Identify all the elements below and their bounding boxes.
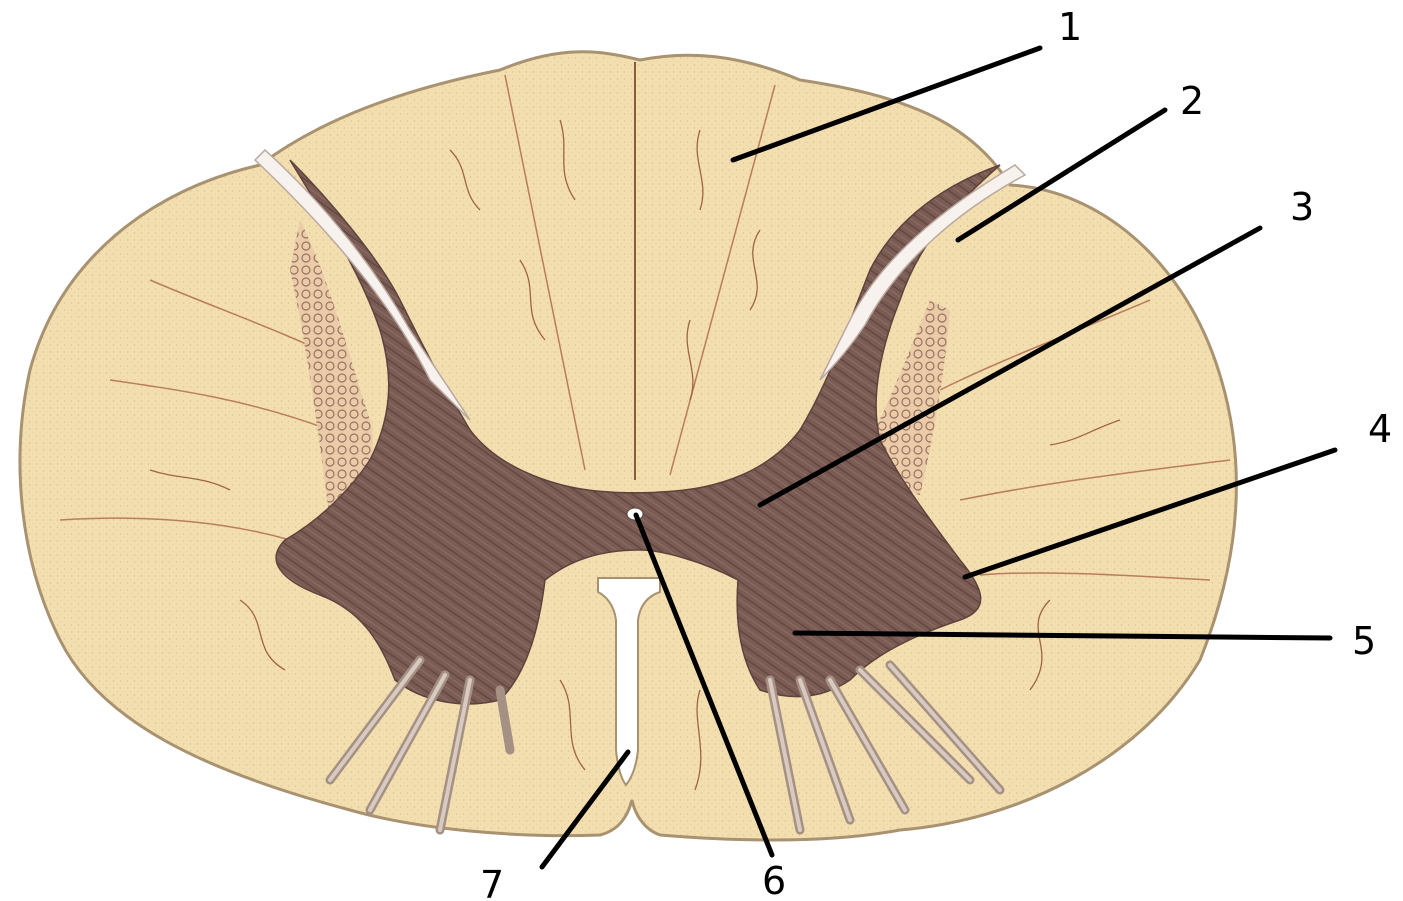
callout-label-1: 1 bbox=[1058, 5, 1082, 49]
callout-label-7: 7 bbox=[480, 863, 504, 901]
callout-label-4: 4 bbox=[1368, 407, 1392, 451]
callout-label-6: 6 bbox=[762, 859, 786, 901]
callout-label-3: 3 bbox=[1290, 185, 1314, 229]
callout-label-2: 2 bbox=[1180, 79, 1204, 123]
callout-label-5: 5 bbox=[1352, 619, 1376, 663]
